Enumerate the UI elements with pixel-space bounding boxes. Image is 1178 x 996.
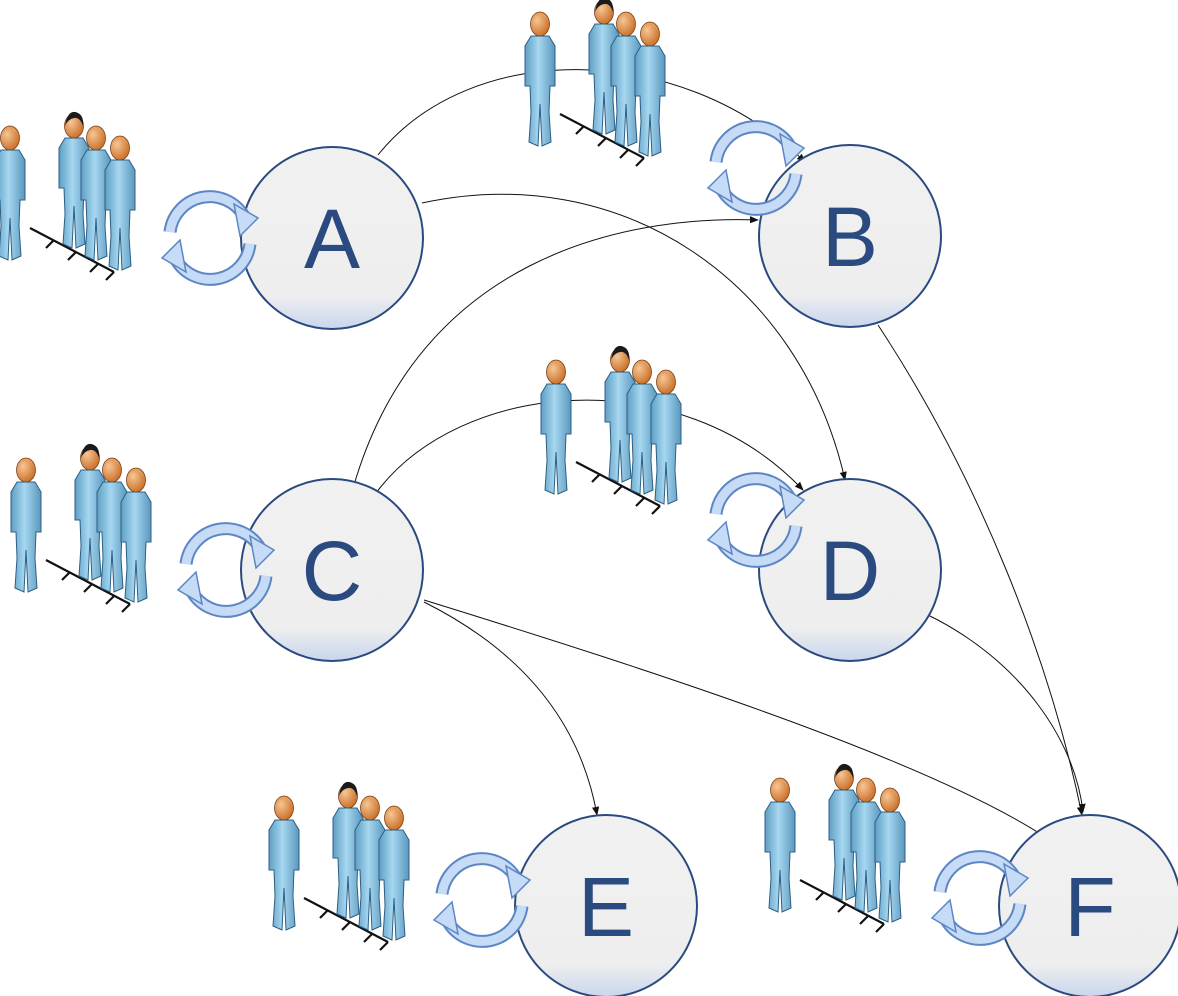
edge-d-f [927, 614, 1086, 813]
people-queue-icon [541, 346, 681, 514]
node-f-label: F [1064, 860, 1115, 954]
edge-c-d [375, 399, 804, 494]
people-queue-icon [765, 764, 905, 932]
node-b-label: B [822, 190, 878, 284]
edge-c-f [423, 599, 1051, 841]
people-queue-icon [0, 112, 135, 280]
node-b: B [525, 0, 942, 328]
edges [353, 69, 1086, 841]
edge-a-d [421, 193, 847, 481]
people-queue-icon [11, 444, 151, 612]
node-e: E [269, 782, 698, 996]
node-c: C [11, 444, 424, 662]
edge-c-b [353, 216, 759, 486]
node-c-label: C [302, 524, 363, 618]
people-queue-icon [269, 782, 409, 950]
node-e-label: E [578, 860, 634, 954]
edge-a-b [377, 69, 806, 163]
node-a-label: A [304, 192, 360, 286]
edge-c-e [423, 601, 600, 816]
node-d-label: D [820, 524, 881, 618]
people-queue-icon [525, 0, 665, 166]
node-d: D [541, 346, 942, 662]
node-f: F [765, 764, 1178, 996]
node-a: A [0, 112, 424, 330]
edge-b-f [877, 324, 1084, 816]
